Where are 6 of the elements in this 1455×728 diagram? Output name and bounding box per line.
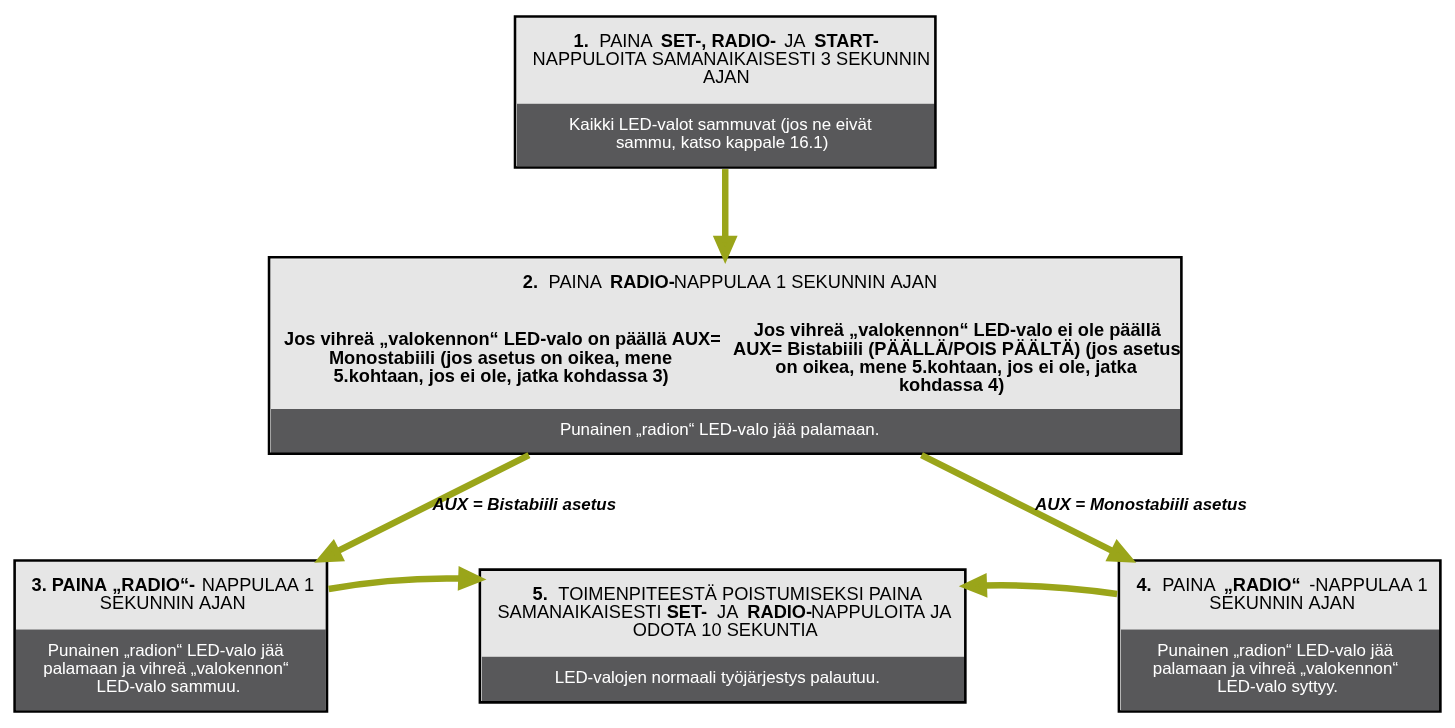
edge-label: AUX = Monostabiili asetus [1034, 495, 1247, 515]
arrow [328, 566, 487, 593]
edge-label: AUX = Bistabiili asetus [432, 495, 617, 515]
arrow [920, 452, 1137, 563]
arrow [958, 572, 1118, 598]
arrow [314, 452, 531, 563]
